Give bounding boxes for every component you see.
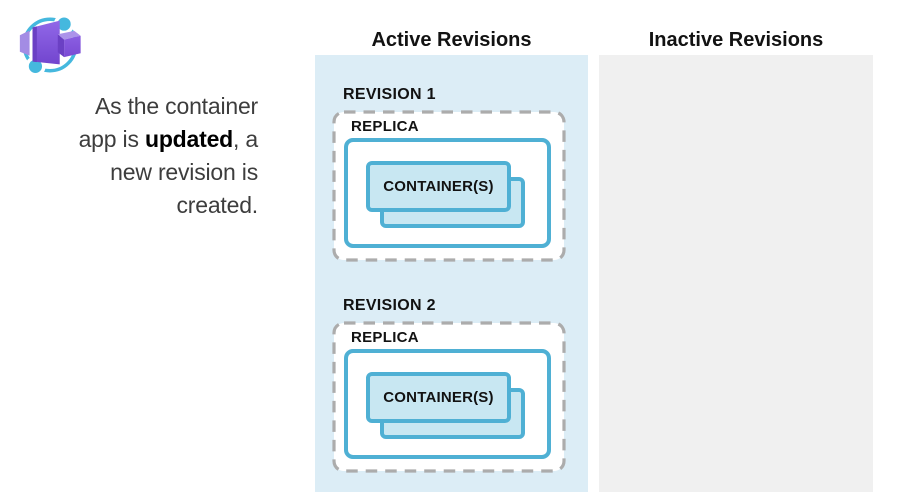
revision-2-replica-label: REPLICA <box>351 329 419 346</box>
active-revisions-header: Active Revisions <box>371 29 532 51</box>
caption-text: As the container app is updated, a new r… <box>20 90 259 222</box>
container-card-front: CONTAINER(S) <box>366 161 511 212</box>
revision-2-label: REVISION 2 <box>343 297 436 314</box>
revision-1-pod-box: CONTAINER(S) <box>344 138 551 248</box>
revision-1-label: REVISION 1 <box>343 86 436 103</box>
revision-2-container-label: CONTAINER(S) <box>383 389 494 406</box>
revision-2-replica-box: REPLICA CONTAINER(S) <box>332 321 566 473</box>
caption-line-2: app is updated, a <box>78 126 259 152</box>
revision-1-container-label: CONTAINER(S) <box>383 178 494 195</box>
active-revisions-panel: REVISION 1 REPLICA CONTAINER(S) REVISION… <box>315 55 588 492</box>
container-apps-icon <box>19 13 81 77</box>
caption-line-4: created. <box>176 192 258 218</box>
revision-1-replica-box: REPLICA CONTAINER(S) <box>332 110 566 262</box>
inactive-revisions-header: Inactive Revisions <box>648 29 824 51</box>
caption-bold-word: updated <box>144 126 234 152</box>
container-card-front: CONTAINER(S) <box>366 372 511 423</box>
revision-1-replica-label: REPLICA <box>351 118 419 135</box>
inactive-revisions-panel <box>599 55 873 492</box>
caption-line-3: new revision is <box>110 159 258 185</box>
caption-line-1: As the container <box>94 93 258 119</box>
revision-2-pod-box: CONTAINER(S) <box>344 349 551 459</box>
